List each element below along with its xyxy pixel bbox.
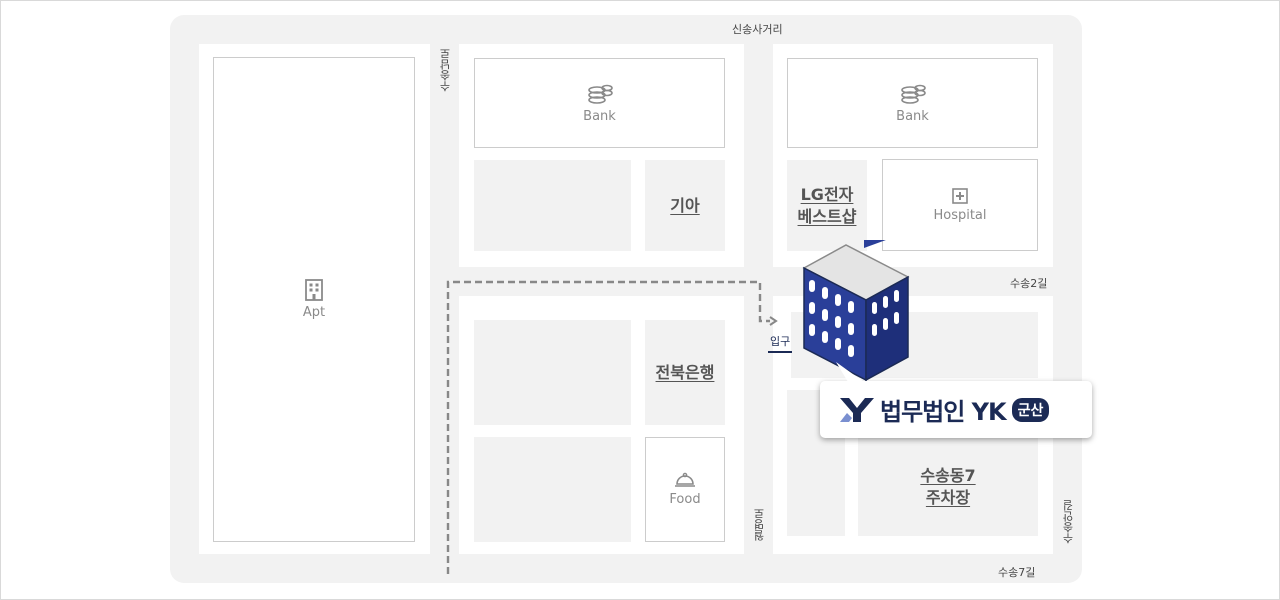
- street-right-horizontal: 수송2길: [1010, 277, 1048, 290]
- street-bottom: 수송7길: [998, 566, 1036, 579]
- empty-lot-1: [474, 160, 631, 251]
- office-label-card[interactable]: 법무법인 YK 군산: [820, 381, 1092, 438]
- parking-label-line2: 주차장: [925, 487, 971, 507]
- parking-lot: 수송동7 주차장: [858, 437, 1038, 536]
- entrance-label: 입구: [768, 333, 793, 353]
- apartment: Apt: [213, 57, 415, 542]
- building-icon: [305, 279, 323, 301]
- lg-bestshop: LG전자 베스트샵: [787, 160, 867, 251]
- hospital: Hospital: [882, 159, 1038, 251]
- street-top: 신송사거리: [732, 23, 783, 36]
- street-middle: 월명로: [753, 508, 766, 541]
- parking-label-line1: 수송동7: [920, 465, 976, 485]
- hospital-label: Hospital: [933, 207, 987, 223]
- street-right: 수송안길: [1062, 500, 1075, 544]
- office-name: 법무법인 YK: [880, 398, 1007, 426]
- office-building-icon: [802, 240, 910, 382]
- empty-lot-2: [474, 320, 631, 425]
- kia: 기아: [645, 160, 725, 251]
- coins-icon: [587, 84, 613, 104]
- lg-label-line1: LG전자: [800, 184, 854, 204]
- callout-pointer: [836, 362, 864, 382]
- bank-left: Bank: [474, 58, 725, 148]
- hospital-icon: [952, 187, 968, 204]
- apartment-label: Apt: [302, 305, 326, 320]
- food: Food: [645, 437, 725, 542]
- lg-label-line2: 베스트샵: [797, 206, 857, 226]
- food-label: Food: [669, 492, 701, 507]
- cloche-icon: [675, 472, 695, 487]
- office-branch-badge: 군산: [1011, 397, 1050, 422]
- jb-bank: 전북은행: [645, 320, 725, 425]
- yk-logo-icon: [840, 397, 874, 422]
- jb-bank-label: 전북은행: [655, 362, 715, 382]
- street-left: 수송남로: [439, 48, 452, 92]
- bank-left-label: Bank: [583, 108, 616, 124]
- kia-label: 기아: [670, 195, 700, 215]
- coins-icon: [900, 84, 926, 104]
- bank-right: Bank: [787, 58, 1038, 148]
- empty-lot-3: [474, 437, 631, 542]
- bank-right-label: Bank: [896, 108, 929, 124]
